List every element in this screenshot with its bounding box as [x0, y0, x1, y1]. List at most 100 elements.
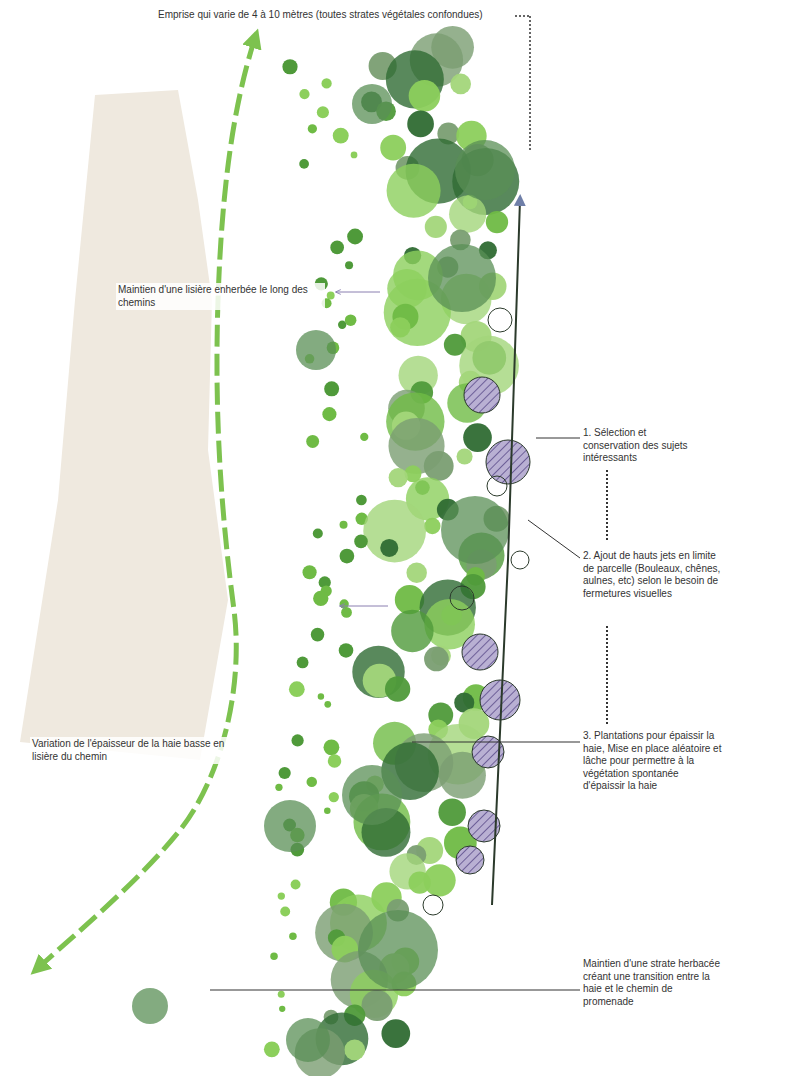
tree-crown: [449, 196, 486, 233]
tree-crowns: [132, 26, 519, 1076]
tree-crown: [344, 1039, 365, 1060]
tree-crown: [322, 407, 336, 421]
tree-crown: [363, 500, 426, 563]
tree-crown: [390, 317, 410, 337]
tree-crown: [345, 261, 353, 269]
small-arrow: [336, 292, 380, 293]
tree-crown: [328, 754, 341, 767]
selected-tree: [450, 586, 474, 610]
tree-crown: [424, 518, 440, 534]
tree-crown: [289, 681, 305, 697]
leader-line: [528, 520, 580, 558]
tree-crown: [380, 135, 406, 161]
selected-tree: [488, 308, 512, 332]
tree-crown: [360, 433, 368, 441]
leader-line: [412, 741, 580, 742]
selected-tree: [487, 476, 507, 496]
tree-crown: [132, 988, 168, 1024]
annotation: Emprise qui varie de 4 à 10 mètres (tout…: [158, 9, 578, 22]
leader-line: [210, 989, 580, 990]
tree-crown: [321, 78, 331, 88]
tree-crown: [333, 128, 349, 144]
tree-crown: [330, 241, 344, 255]
annotation: 2. Ajout de hauts jets en limite de parc…: [583, 550, 723, 600]
annotation: Variation de l'épaisseur de la haie bass…: [30, 737, 234, 764]
tree-crown: [302, 565, 316, 579]
dotted-link: [606, 626, 608, 724]
tree-crown: [282, 59, 297, 74]
tree-crown: [463, 423, 492, 452]
tree-crown: [338, 321, 346, 329]
tree-crown: [356, 495, 367, 506]
tree-crown: [340, 549, 355, 564]
field: [20, 90, 228, 760]
tree-crown: [306, 435, 319, 448]
tree-crown: [327, 292, 335, 300]
tree-crown: [425, 216, 447, 238]
tree-crown: [324, 739, 340, 755]
tree-crown: [409, 872, 431, 894]
tree-crown: [354, 535, 368, 549]
tree-crown: [381, 1019, 410, 1048]
tree-crown: [308, 124, 317, 133]
tree-crown: [289, 932, 297, 940]
kept-tree: [462, 634, 498, 670]
tree-crown: [270, 952, 277, 959]
tree-crown: [450, 74, 471, 95]
tree-crown: [324, 381, 339, 396]
tree-crown: [280, 907, 290, 917]
tree-crown: [291, 734, 303, 746]
tree-crown: [389, 468, 408, 487]
tree-crown: [486, 211, 508, 233]
selected-tree: [511, 551, 529, 569]
annotation: Maintien d'une strate herbacée créant un…: [583, 958, 723, 1008]
tree-crown: [358, 910, 438, 990]
annotation: 1. Sélection et conservation des sujets …: [583, 427, 695, 465]
tree-crown: [264, 1041, 280, 1057]
tree-crown: [278, 991, 285, 998]
tree-crown: [339, 643, 354, 658]
tree-crown: [351, 152, 358, 159]
kept-tree: [456, 846, 484, 874]
leader-line: [515, 15, 530, 17]
small-arrow: [340, 606, 388, 607]
tree-crown: [387, 164, 441, 218]
tree-crown: [407, 111, 434, 138]
tree-crown: [297, 657, 309, 669]
tree-crown: [428, 244, 496, 312]
tree-crown: [279, 1006, 285, 1012]
tree-crown: [313, 591, 328, 606]
tree-crown: [352, 84, 392, 124]
annotation: 3. Plantations pour épaissir la haie, Mi…: [583, 730, 723, 793]
tree-crown: [299, 89, 309, 99]
tree-crown: [324, 701, 331, 708]
tree-crown: [264, 800, 316, 852]
tree-crown: [299, 159, 309, 169]
tree-crown: [311, 628, 325, 642]
selected-tree: [423, 895, 443, 915]
walking-path: [38, 38, 255, 968]
tree-crown: [347, 229, 363, 245]
tree-crown: [380, 539, 398, 557]
tree-crown: [341, 607, 352, 618]
annotation: Maintien d'une lisière enherbée le long …: [116, 283, 325, 310]
tree-crown: [317, 106, 329, 118]
tree-crown: [362, 990, 393, 1021]
tree-crown: [286, 1018, 330, 1062]
tree-crown: [307, 777, 317, 787]
tree-crown: [455, 140, 515, 200]
parcel-limit: [492, 200, 520, 905]
tree-crown: [275, 784, 282, 791]
tree-crown: [318, 693, 324, 699]
tree-crown: [345, 314, 357, 326]
tree-crown: [406, 562, 426, 582]
tree-crown: [342, 765, 402, 825]
tree-crown: [324, 807, 331, 814]
kept-tree: [464, 377, 500, 413]
leader-line: [536, 438, 580, 439]
tree-crown: [278, 892, 285, 899]
tree-crown: [291, 880, 301, 890]
tree-crown: [424, 451, 454, 481]
tree-crown: [438, 798, 466, 826]
